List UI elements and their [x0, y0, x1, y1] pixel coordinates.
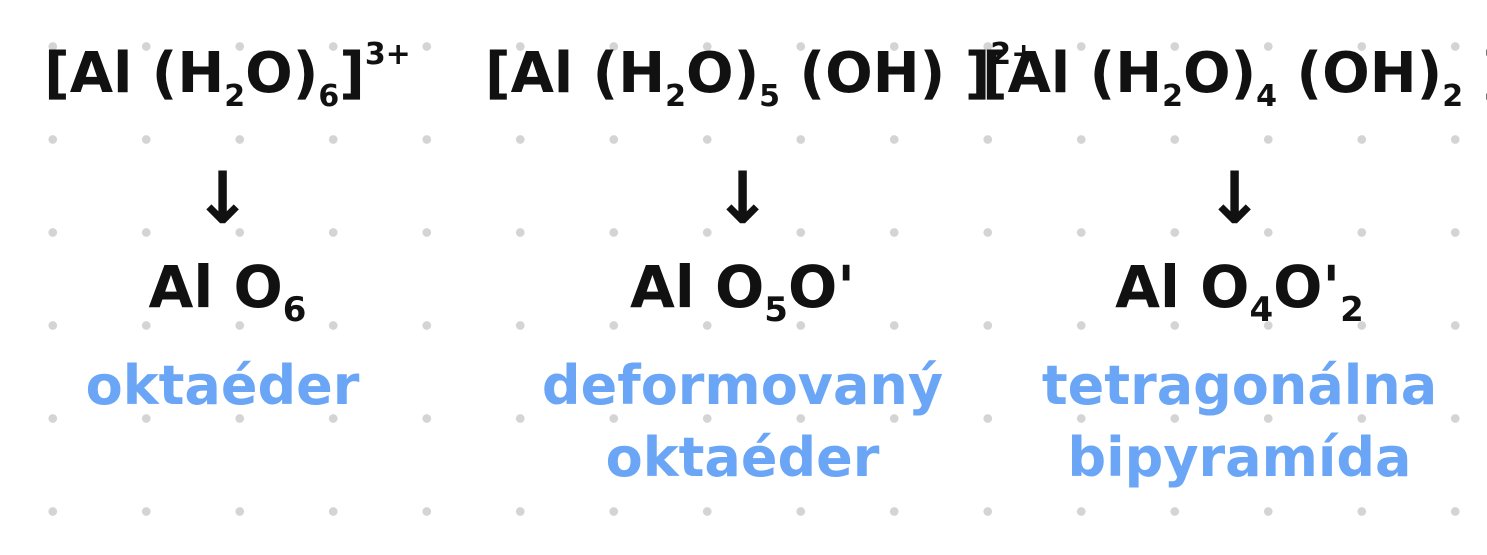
column-tetraaqua-dihydroxo: [Al (H2O)4 (OH)2 ]+ ↓ Al O4O'2 tetragoná… — [982, 0, 1487, 555]
shape-name: oktaéder — [85, 354, 360, 417]
polyhedron-formula: Al O6 — [148, 253, 307, 330]
polyhedron-formula: Al O5O' — [629, 253, 855, 330]
down-arrow-icon: ↓ — [712, 156, 773, 240]
complex-formula: [Al (H2O)5 (OH) ]2+ — [485, 37, 1037, 114]
column-pentaaqua-hydroxo: [Al (H2O)5 (OH) ]2+ ↓ Al O5O' deformovan… — [485, 0, 1036, 555]
complex-formula: [Al (H2O)6]3+ — [44, 37, 411, 114]
down-arrow-icon: ↓ — [192, 156, 253, 240]
down-arrow-icon: ↓ — [1204, 156, 1265, 240]
complex-formula: [Al (H2O)4 (OH)2 ]+ — [982, 41, 1487, 114]
shape-name: deformovaný oktaéder — [541, 354, 944, 489]
polyhedron-formula: Al O4O'2 — [1115, 253, 1364, 330]
shape-name: tetragonálna bipyramída — [1041, 354, 1438, 489]
column-hexaaqua: [Al (H2O)6]3+ ↓ Al O6 oktaéder — [0, 0, 495, 555]
